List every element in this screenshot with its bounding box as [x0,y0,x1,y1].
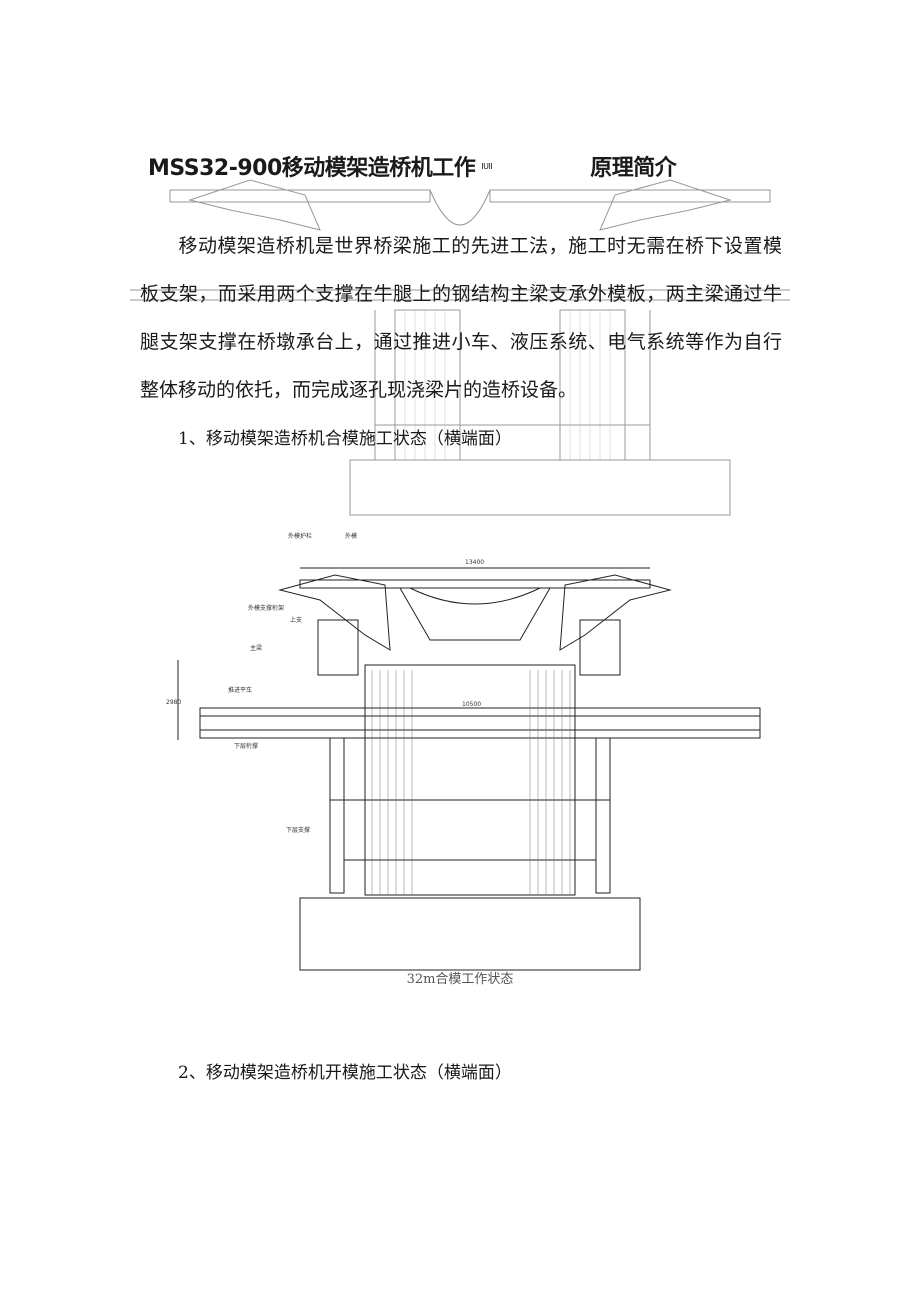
label-lower-brace: 下层支撑 [286,826,310,834]
label-main-beam: 主梁 [250,644,262,652]
label-span-dim: 10500 [462,701,481,708]
title-right: 原理简介 [590,156,677,181]
label-upper: 上支 [290,616,302,624]
label-outer-support: 外模支撑桁架 [248,604,284,612]
section-2-heading: 2、移动模架造桥机开模施工状态（横端面） [178,1063,512,1083]
ghost-drawing [130,179,790,516]
section-1-heading: 1、移动模架造桥机合模施工状态（横端面） [178,429,512,449]
figure-caption: 32m合模工作状态 [406,972,514,987]
label-outer-form: 外模 [345,532,357,540]
document-title: MSS32-900移动模架造桥机工作 IUII 原理简介 [148,150,677,182]
label-guardrail: 外模护栏 [288,532,312,540]
intro-paragraph: 移动模架造桥机是世界桥梁施工的先进工法，施工时无需在桥下设置模板支架，而采用两个… [140,222,782,414]
intro-text: 移动模架造桥机是世界桥梁施工的先进工法，施工时无需在桥下设置模板支架，而采用两个… [140,235,782,401]
title-left: MSS32-900移动模架造桥机工作 [148,156,476,181]
label-height-dim: 2980 [166,699,181,706]
title-fragment: IUII [481,162,493,171]
bridge-cross-section-figure: 外模护栏 外模 13400 外模支撑桁架 上支 主梁 推进平车 下层桁撑 298… [166,532,761,971]
label-push-car: 推进平车 [228,686,252,694]
label-lower-bracket: 下层桁撑 [234,742,258,750]
label-width-dim: 13400 [465,559,484,566]
